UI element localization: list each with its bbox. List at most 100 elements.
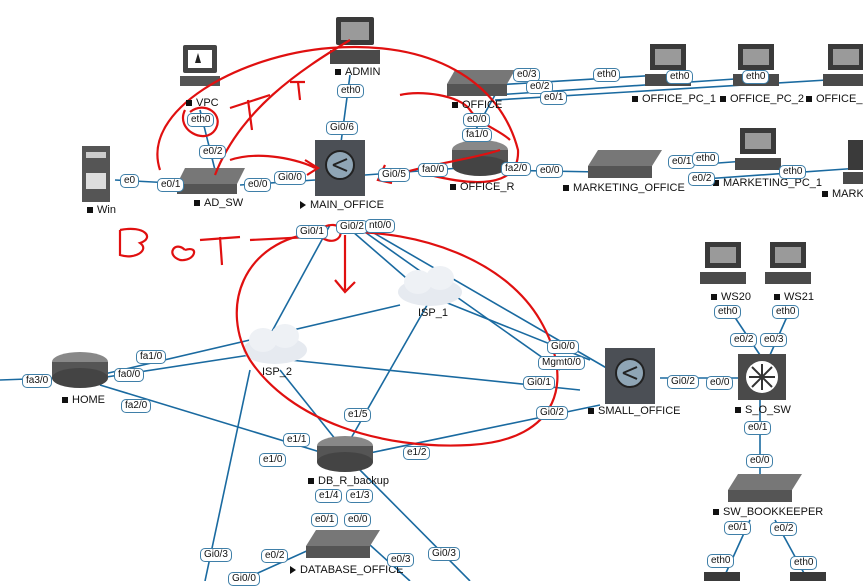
- port-label[interactable]: e1/2: [403, 446, 431, 460]
- vpc-label: VPC: [186, 97, 219, 109]
- database-office-switch-icon[interactable]: [306, 530, 380, 558]
- port-label[interactable]: e0/0: [463, 113, 491, 127]
- port-label[interactable]: eth0: [772, 305, 800, 319]
- port-label[interactable]: e0/1: [744, 421, 772, 435]
- office-switch-icon[interactable]: [447, 70, 515, 96]
- marketing-pc-1-computer-icon[interactable]: [735, 128, 781, 170]
- small-office-label: SMALL_OFFICE: [588, 405, 681, 417]
- port-label[interactable]: e0/2: [261, 549, 289, 563]
- ws21-computer-icon[interactable]: [765, 242, 811, 284]
- marketing-pc-2-label: MARK: [822, 188, 863, 200]
- office-label: OFFICE: [452, 99, 502, 111]
- port-label[interactable]: eth0: [779, 165, 807, 179]
- isp-1-label: ISP_1: [418, 307, 448, 319]
- office-pc-2-label: OFFICE_PC_2: [720, 93, 804, 105]
- s-o-sw-switch-icon[interactable]: [738, 354, 786, 400]
- port-label[interactable]: e0/1: [540, 91, 568, 105]
- port-label[interactable]: e0/1: [157, 178, 185, 192]
- port-label[interactable]: fa0/0: [418, 163, 449, 177]
- port-label[interactable]: fa2/0: [501, 162, 532, 176]
- small-office-firewall-icon[interactable]: [605, 348, 655, 404]
- ws20-computer-icon[interactable]: [700, 242, 746, 284]
- office-r-router-icon[interactable]: [452, 140, 508, 176]
- port-label[interactable]: e1/0: [259, 453, 287, 467]
- win-server-icon[interactable]: [82, 146, 110, 202]
- bookkeeper-pc-icon[interactable]: [704, 572, 826, 581]
- port-label[interactable]: eth0: [593, 68, 621, 82]
- port-label[interactable]: Gi0/0: [547, 340, 579, 354]
- s-o-sw-label: S_O_SW: [735, 404, 791, 416]
- office-r-label: OFFICE_R: [450, 181, 514, 193]
- port-label[interactable]: e0/0: [244, 178, 272, 192]
- ws20-label: WS20: [711, 291, 751, 303]
- port-label[interactable]: e0/2: [199, 145, 227, 159]
- isp-2-label: ISP_2: [262, 366, 292, 378]
- port-label[interactable]: Gi0/5: [378, 168, 410, 182]
- port-label[interactable]: e0/0: [706, 376, 734, 390]
- port-label[interactable]: eth0: [187, 113, 215, 127]
- port-label[interactable]: e0/1: [311, 513, 339, 527]
- port-label[interactable]: e1/1: [283, 433, 311, 447]
- vpc-computer-icon[interactable]: [180, 45, 220, 86]
- port-label[interactable]: e0: [120, 174, 140, 188]
- port-label[interactable]: fa0/0: [114, 368, 145, 382]
- ad-sw-switch-icon[interactable]: [177, 168, 245, 194]
- port-label[interactable]: Gi0/2: [336, 220, 368, 234]
- port-label[interactable]: Gi0/2: [667, 375, 699, 389]
- port-label[interactable]: eth0: [337, 84, 365, 98]
- marketing-office-switch-icon[interactable]: [588, 150, 662, 178]
- port-label[interactable]: Gi0/3: [200, 548, 232, 562]
- port-label[interactable]: Gi0/1: [523, 376, 555, 390]
- port-label[interactable]: e0/0: [536, 164, 564, 178]
- admin-label: ADMIN: [335, 66, 380, 78]
- port-label[interactable]: nt0/0: [365, 219, 396, 233]
- main-office-firewall-icon[interactable]: [315, 140, 365, 196]
- port-label[interactable]: e0/2: [730, 333, 758, 347]
- port-label[interactable]: e0/1: [724, 521, 752, 535]
- port-label[interactable]: Gi0/6: [326, 121, 358, 135]
- port-label[interactable]: eth0: [742, 70, 770, 84]
- port-label[interactable]: Gi0/1: [296, 225, 328, 239]
- database-office-label: DATABASE_OFFICE: [290, 564, 404, 576]
- port-label[interactable]: eth0: [666, 70, 694, 84]
- office-pc-3-label: OFFICE_P: [806, 93, 863, 105]
- port-label[interactable]: fa3/0: [22, 374, 53, 388]
- port-label[interactable]: e1/4: [315, 489, 343, 503]
- port-label[interactable]: eth0: [790, 556, 818, 570]
- sw-bookkeeper-switch-icon[interactable]: [728, 474, 802, 502]
- db-r-backup-label: DB_R_backup: [308, 475, 389, 487]
- port-label[interactable]: fa1/0: [136, 350, 167, 364]
- db-r-backup-router-icon[interactable]: [317, 436, 373, 472]
- port-label[interactable]: e0/3: [387, 553, 415, 567]
- home-router-icon[interactable]: [52, 352, 108, 388]
- port-label[interactable]: Mgmt0/0: [538, 356, 585, 370]
- port-label[interactable]: Gi0/2: [536, 406, 568, 420]
- isp-2-cloud-icon[interactable]: [243, 324, 307, 364]
- isp-1-cloud-icon[interactable]: [398, 266, 462, 306]
- port-label[interactable]: eth0: [714, 305, 742, 319]
- win-label: Win: [87, 204, 116, 216]
- admin-computer-icon[interactable]: [330, 17, 380, 64]
- port-label[interactable]: e0/2: [770, 522, 798, 536]
- port-label[interactable]: e0/0: [344, 513, 372, 527]
- office-pc-1-label: OFFICE_PC_1: [632, 93, 716, 105]
- port-label[interactable]: fa1/0: [462, 128, 493, 142]
- port-label[interactable]: e0/3: [760, 333, 788, 347]
- ws21-label: WS21: [774, 291, 814, 303]
- main-office-label: MAIN_OFFICE: [300, 199, 384, 211]
- port-label[interactable]: e0/0: [746, 454, 774, 468]
- port-label[interactable]: e1/3: [346, 489, 374, 503]
- port-label[interactable]: Gi0/0: [274, 171, 306, 185]
- marketing-office-label: MARKETING_OFFICE: [563, 182, 685, 194]
- port-label[interactable]: Gi0/3: [428, 547, 460, 561]
- port-label[interactable]: Gi0/0: [228, 572, 260, 586]
- port-label[interactable]: e1/5: [344, 408, 372, 422]
- port-label[interactable]: e0/2: [688, 172, 716, 186]
- marketing-pc-2-computer-icon[interactable]: [843, 140, 863, 184]
- office-pc-3-computer-icon[interactable]: [823, 44, 863, 86]
- home-label: HOME: [62, 394, 105, 406]
- port-label[interactable]: fa2/0: [121, 399, 152, 413]
- port-label[interactable]: e0/2: [526, 80, 554, 94]
- port-label[interactable]: eth0: [707, 554, 735, 568]
- port-label[interactable]: eth0: [692, 152, 720, 166]
